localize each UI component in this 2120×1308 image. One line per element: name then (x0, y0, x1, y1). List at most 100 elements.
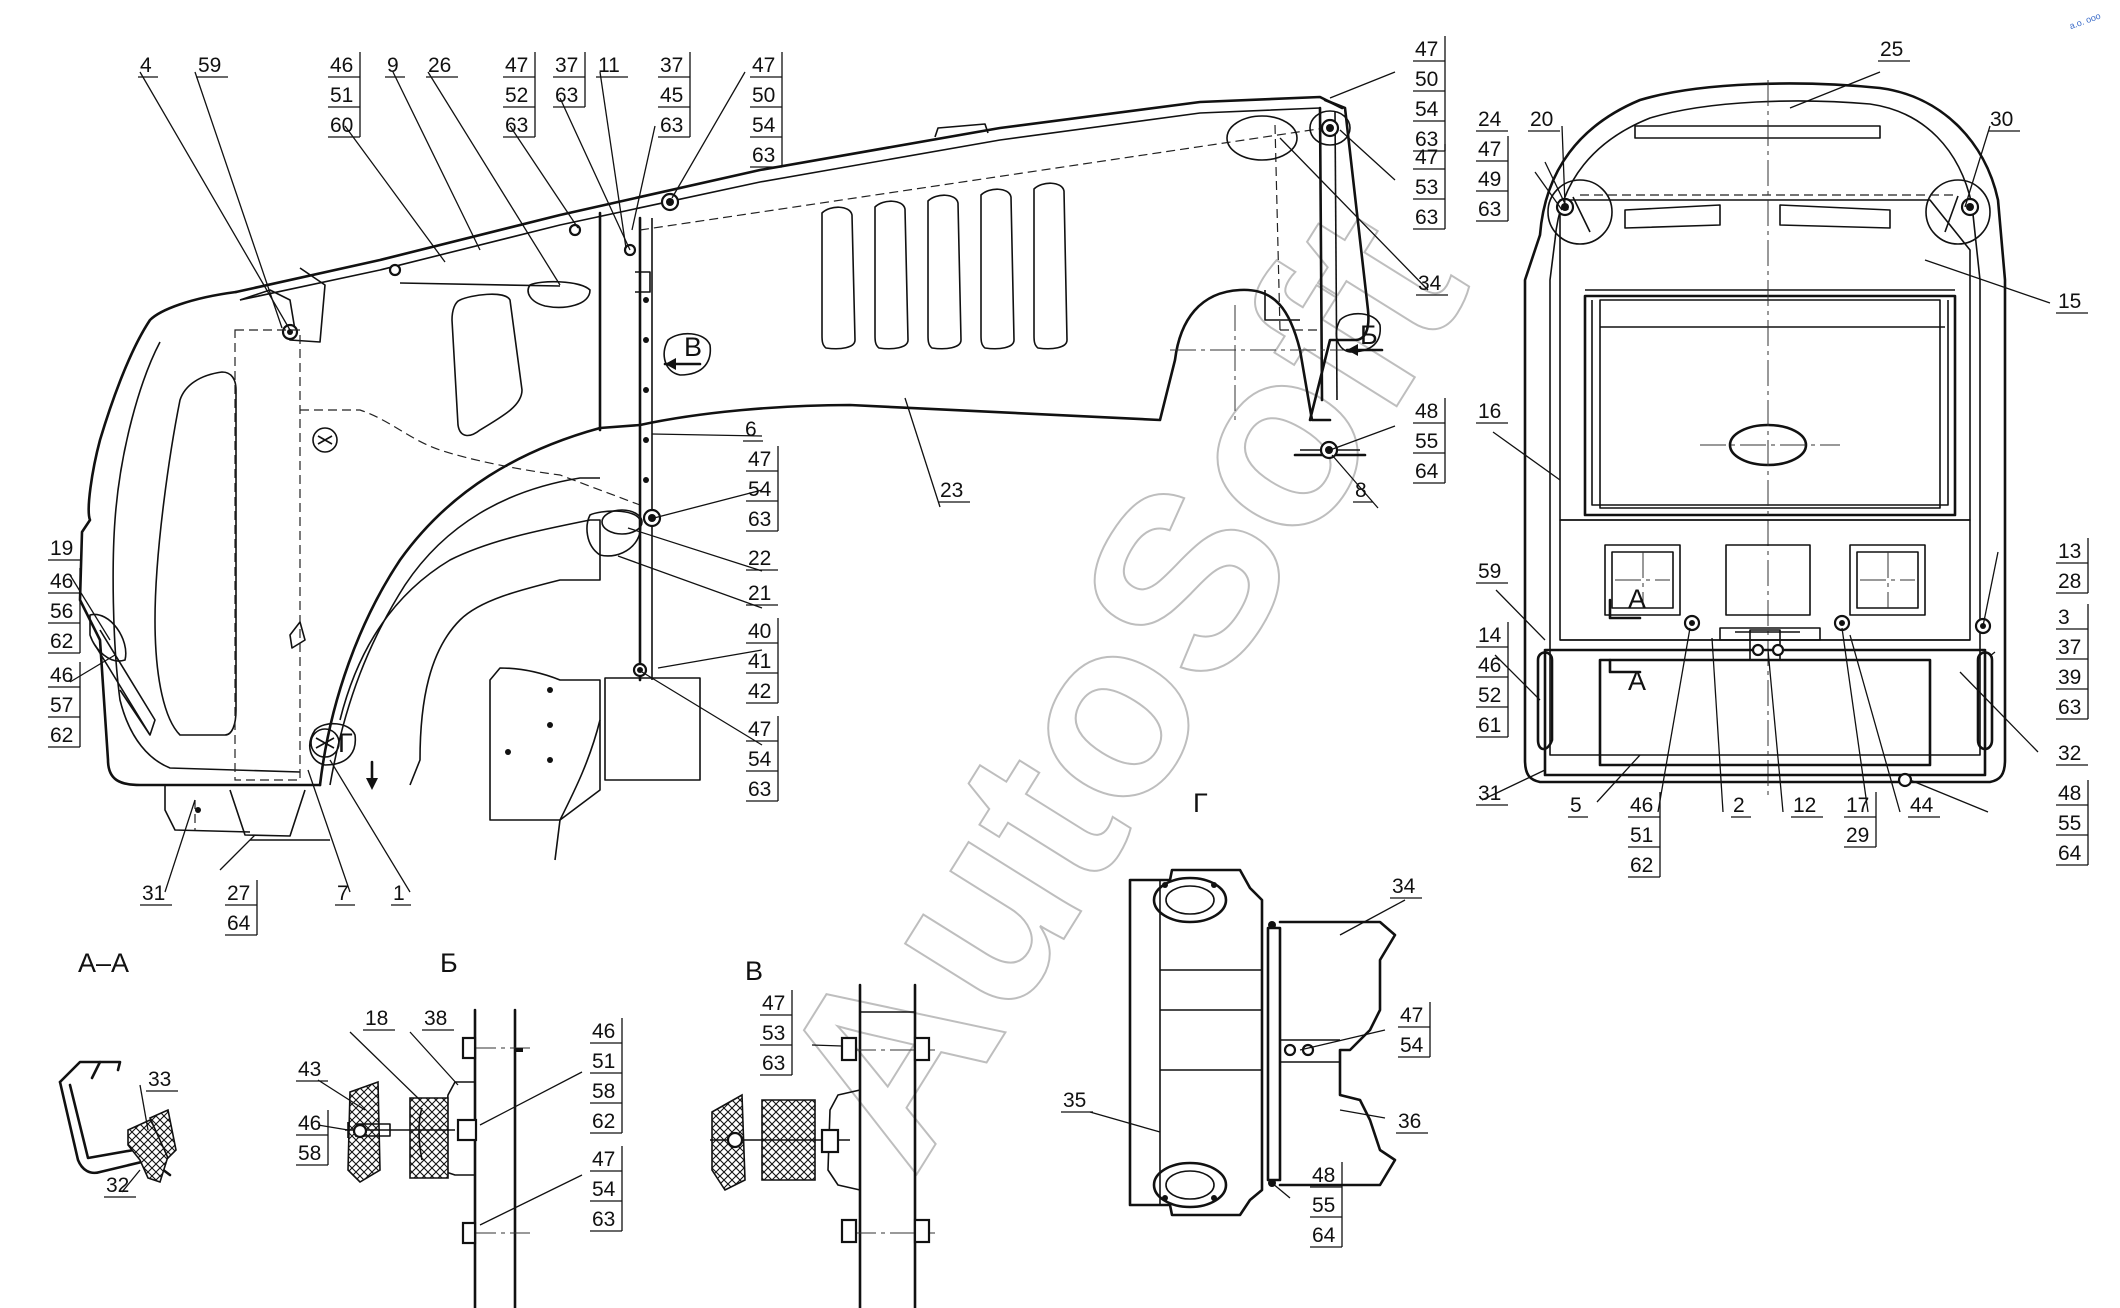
callout-number: 47 (752, 54, 775, 77)
callout-number: 64 (227, 912, 251, 935)
callout-number: 31 (142, 882, 165, 905)
callout-number: 11 (598, 54, 620, 77)
callout-number: 59 (1478, 560, 1501, 583)
callout-22: 22 (746, 547, 778, 571)
callout-number: 15 (2058, 290, 2081, 313)
callout-number: 12 (1793, 794, 1816, 817)
callout-6: 6 (743, 418, 763, 442)
side-view (78, 95, 1384, 861)
callout-number: 21 (748, 582, 771, 605)
callout-15: 15 (2056, 290, 2088, 314)
callout-number: 16 (1478, 400, 1501, 423)
callout-number: 30 (1990, 108, 2013, 131)
callout-number: 37 (555, 54, 578, 77)
callout-number: 32 (2058, 742, 2081, 765)
callout-number: 2 (1733, 794, 1745, 817)
callout-number: 53 (762, 1022, 785, 1045)
callout-31-right: 31 (1476, 782, 1508, 806)
callout-number: 38 (424, 1007, 447, 1030)
callout-number: 5 (1570, 794, 1582, 817)
callout-21: 21 (746, 582, 778, 606)
callout-number: 47 (1400, 1004, 1423, 1027)
callout-number: 28 (2058, 570, 2081, 593)
callout-number: 55 (1312, 1194, 1335, 1217)
callout-number: 37 (660, 54, 683, 77)
callout-19: 19 (48, 537, 80, 561)
callout-number: 61 (1478, 714, 1501, 737)
callout-number: 25 (1880, 38, 1903, 61)
callout-number: 18 (365, 1007, 388, 1030)
callout-number: 6 (745, 418, 757, 441)
view-g (1128, 868, 1397, 1217)
callout-number: 44 (1910, 794, 1934, 817)
callout-32-section: 32 (104, 1174, 136, 1198)
callout-number: 63 (660, 114, 683, 137)
callout-number: 50 (752, 84, 775, 107)
callout-number: 63 (2058, 696, 2081, 719)
callout-number: 46 (298, 1112, 321, 1135)
callout-number: 46 (50, 664, 73, 687)
callout-number: 48 (1312, 1164, 1335, 1187)
view-marker-b: Б (1360, 320, 1378, 350)
callout-number: 63 (505, 114, 528, 137)
callout-number: 64 (1415, 460, 1439, 483)
callout-47-50-54-63-a: 47 50 54 63 (750, 52, 783, 168)
section-marker-a-lower: А (1628, 666, 1646, 696)
callout-25: 25 (1878, 38, 1910, 62)
section-b (345, 1008, 530, 1308)
callout-38: 38 (422, 1007, 454, 1031)
callout-number: 1 (393, 882, 405, 905)
callout-number: 17 (1846, 794, 1869, 817)
callout-number: 62 (50, 724, 73, 747)
callout-number: 62 (50, 630, 73, 653)
callout-number: 59 (198, 54, 221, 77)
callout-number: 50 (1415, 68, 1438, 91)
callout-number: 64 (1312, 1224, 1336, 1247)
callout-number: 62 (1630, 854, 1653, 877)
callout-24: 24 (1476, 108, 1508, 132)
callout-number: 54 (752, 114, 776, 137)
callout-number: 63 (752, 144, 775, 167)
callout-number: 39 (2058, 666, 2081, 689)
callout-number: 29 (1846, 824, 1869, 847)
section-title-v: В (745, 956, 763, 986)
callout-number: 48 (2058, 782, 2081, 805)
callout-number: 48 (1415, 400, 1438, 423)
callout-number: 26 (428, 54, 451, 77)
callout-number: 4 (140, 54, 152, 77)
callout-number: 55 (1415, 430, 1438, 453)
callout-number: 52 (505, 84, 528, 107)
callout-number: 57 (50, 694, 73, 717)
section-title-b: Б (440, 948, 458, 978)
callout-number: 58 (298, 1142, 321, 1165)
corner-mark: а.о. ооо (2068, 11, 2102, 32)
callout-number: 54 (592, 1178, 616, 1201)
section-title-g: Г (1193, 788, 1208, 818)
callout-number: 34 (1392, 875, 1416, 898)
callout-number: 34 (1418, 272, 1442, 295)
callout-number: 62 (592, 1110, 615, 1133)
callout-20: 20 (1528, 108, 1560, 132)
callout-number: 22 (748, 547, 771, 570)
callout-number: 51 (330, 84, 353, 107)
callout-number: 54 (748, 478, 772, 501)
callout-46-57-62: 46 57 62 (48, 662, 81, 748)
callout-32-right: 32 (2056, 742, 2088, 766)
callout-number: 46 (592, 1020, 615, 1043)
view-marker-v: В (684, 332, 702, 362)
callout-number: 46 (1630, 794, 1653, 817)
callout-number: 20 (1530, 108, 1553, 131)
